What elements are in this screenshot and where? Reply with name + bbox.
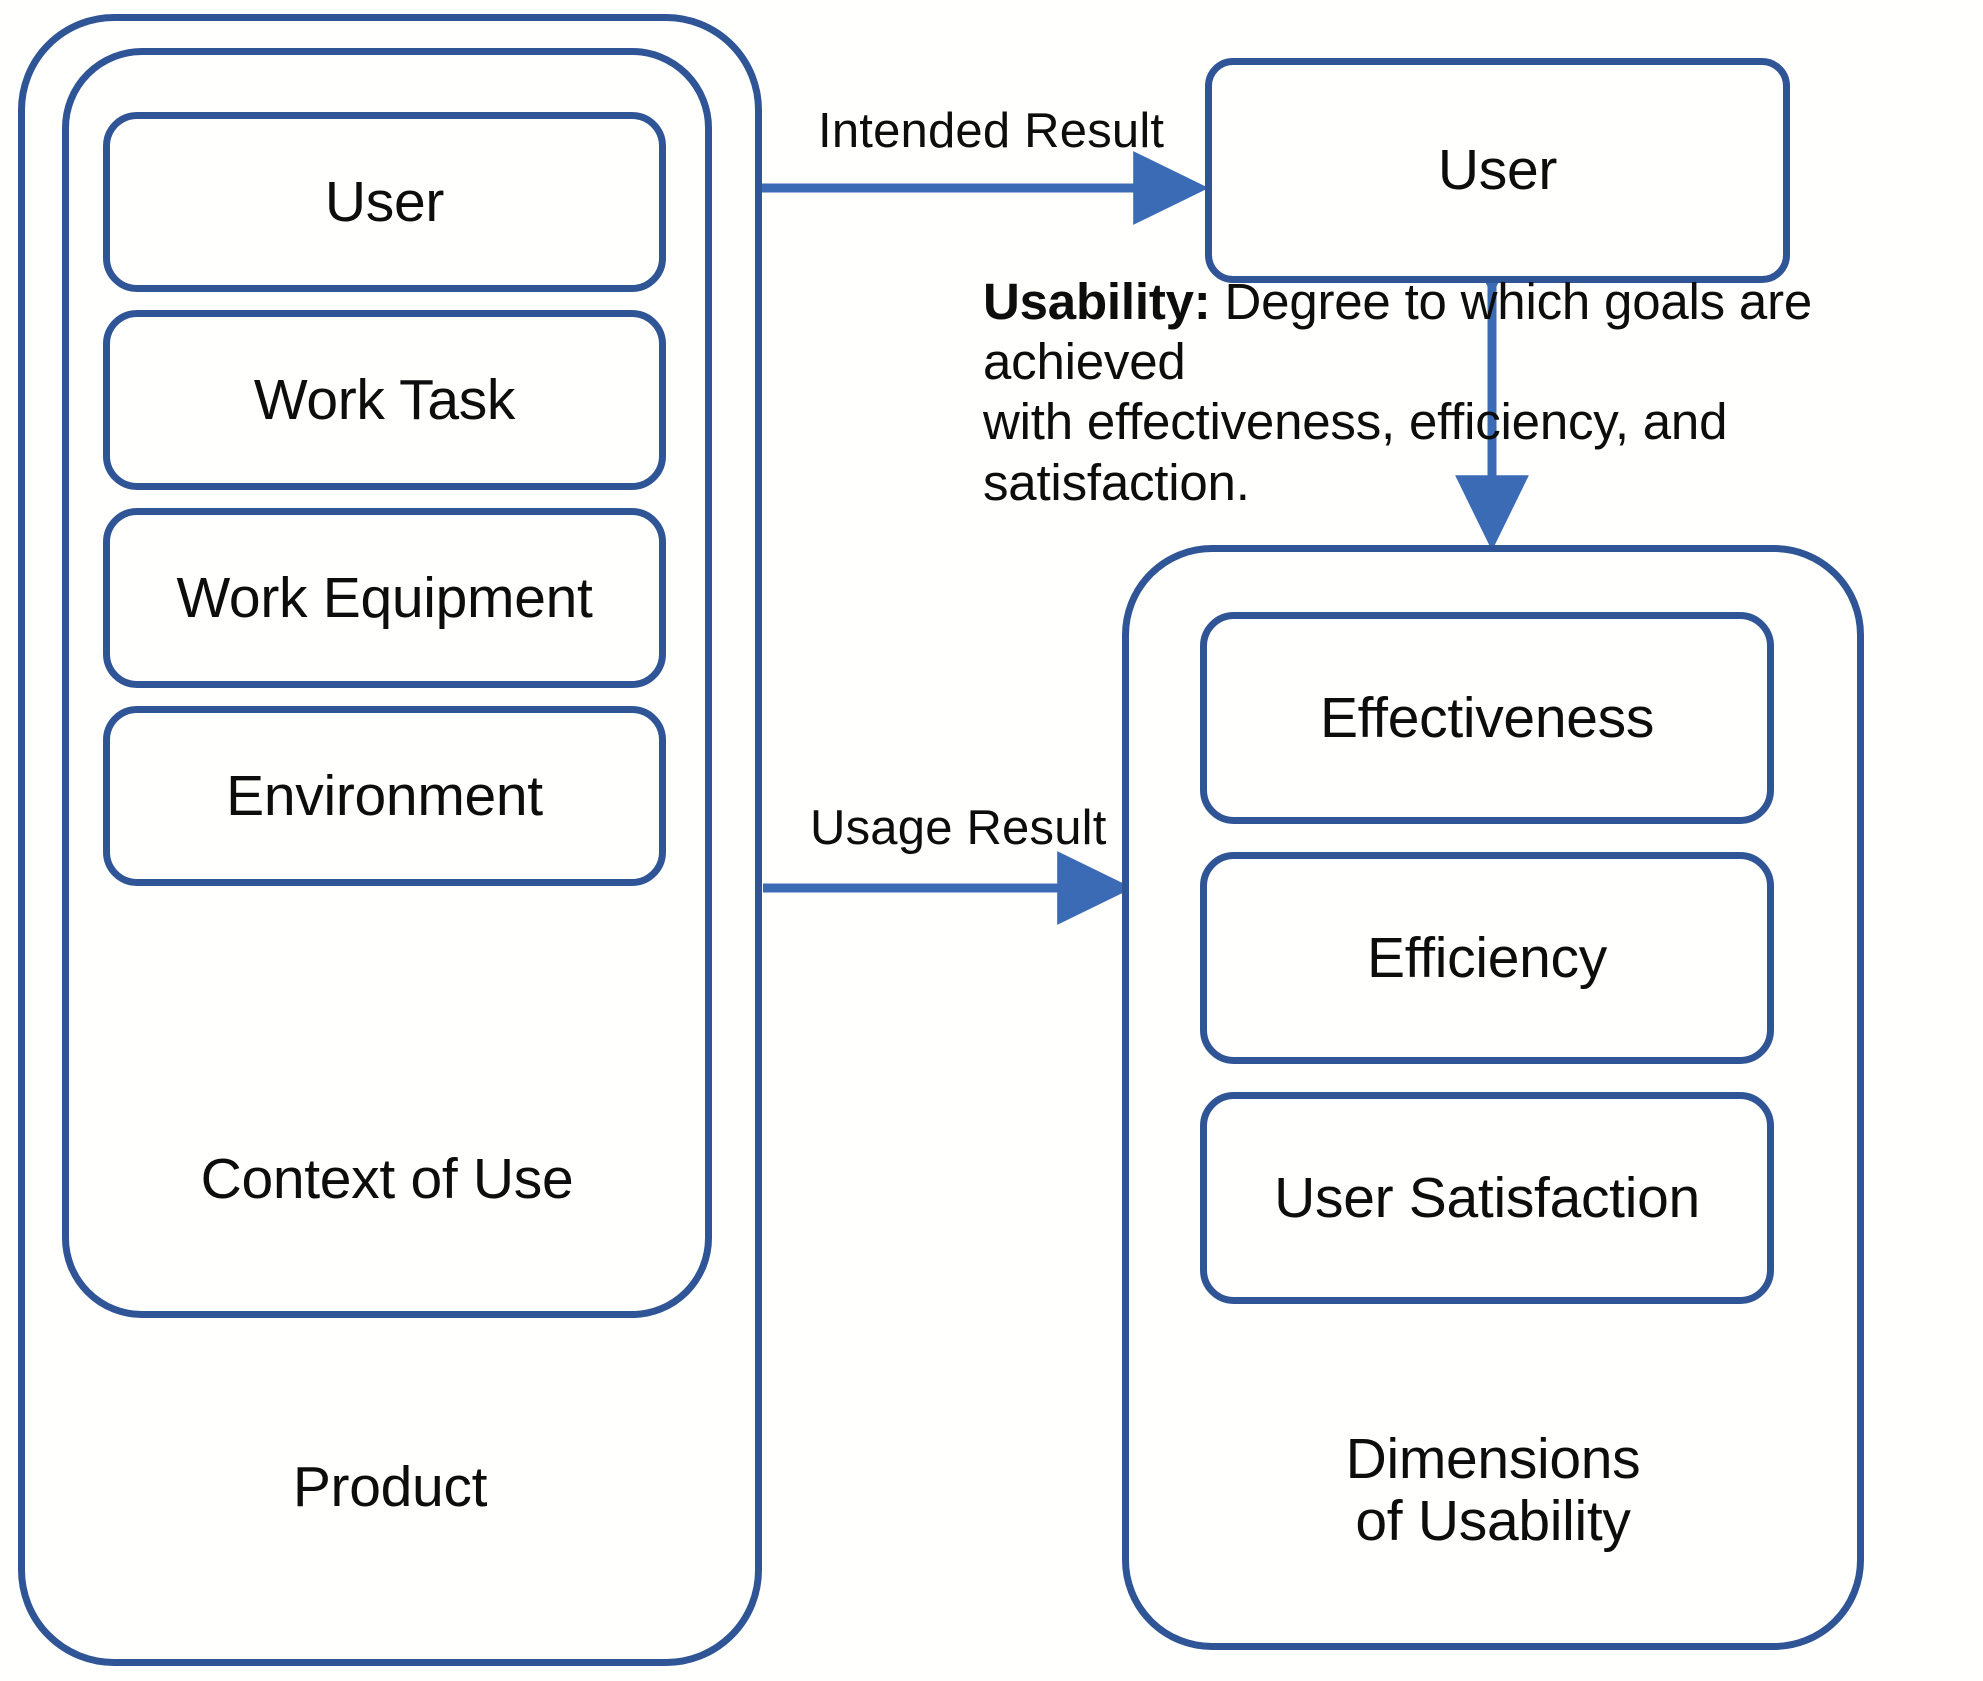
dimension-effectiveness-label: Effectiveness (1319, 685, 1655, 750)
context-of-use-label: Context of Use (200, 1147, 574, 1212)
context-item-user-label: User (324, 169, 445, 234)
context-item-user[interactable]: User (103, 112, 666, 292)
user-node[interactable]: User (1205, 58, 1790, 283)
context-item-work-equipment-label: Work Equipment (176, 565, 593, 630)
dimensions-of-usability-label: Dimensions of Usability (1345, 1426, 1641, 1554)
context-item-work-task-label: Work Task (253, 367, 516, 432)
dimension-efficiency-label: Efficiency (1367, 925, 1607, 990)
usability-definition-note: Usability: Degree to which goals are ach… (983, 272, 1983, 513)
usability-term: Usability: (983, 273, 1211, 330)
dimension-user-satisfaction-label: User Satisfaction (1274, 1165, 1700, 1230)
dimension-effectiveness[interactable]: Effectiveness (1200, 612, 1774, 824)
connector-label-intended-result: Intended Result (818, 104, 1165, 158)
context-item-environment[interactable]: Environment (103, 706, 666, 886)
dimension-efficiency[interactable]: Efficiency (1200, 852, 1774, 1064)
context-item-environment-label: Environment (226, 763, 543, 828)
dimension-user-satisfaction[interactable]: User Satisfaction (1200, 1092, 1774, 1304)
usability-definition-line2: with effectiveness, efficiency, and sati… (983, 393, 1728, 511)
context-item-work-equipment[interactable]: Work Equipment (103, 508, 666, 688)
product-label: Product (292, 1455, 488, 1520)
usability-definition-line1: Degree to which goals are achieved (983, 273, 1813, 391)
connector-label-usage-result: Usage Result (810, 801, 1107, 855)
context-item-work-task[interactable]: Work Task (103, 310, 666, 490)
user-node-label: User (1437, 138, 1558, 203)
